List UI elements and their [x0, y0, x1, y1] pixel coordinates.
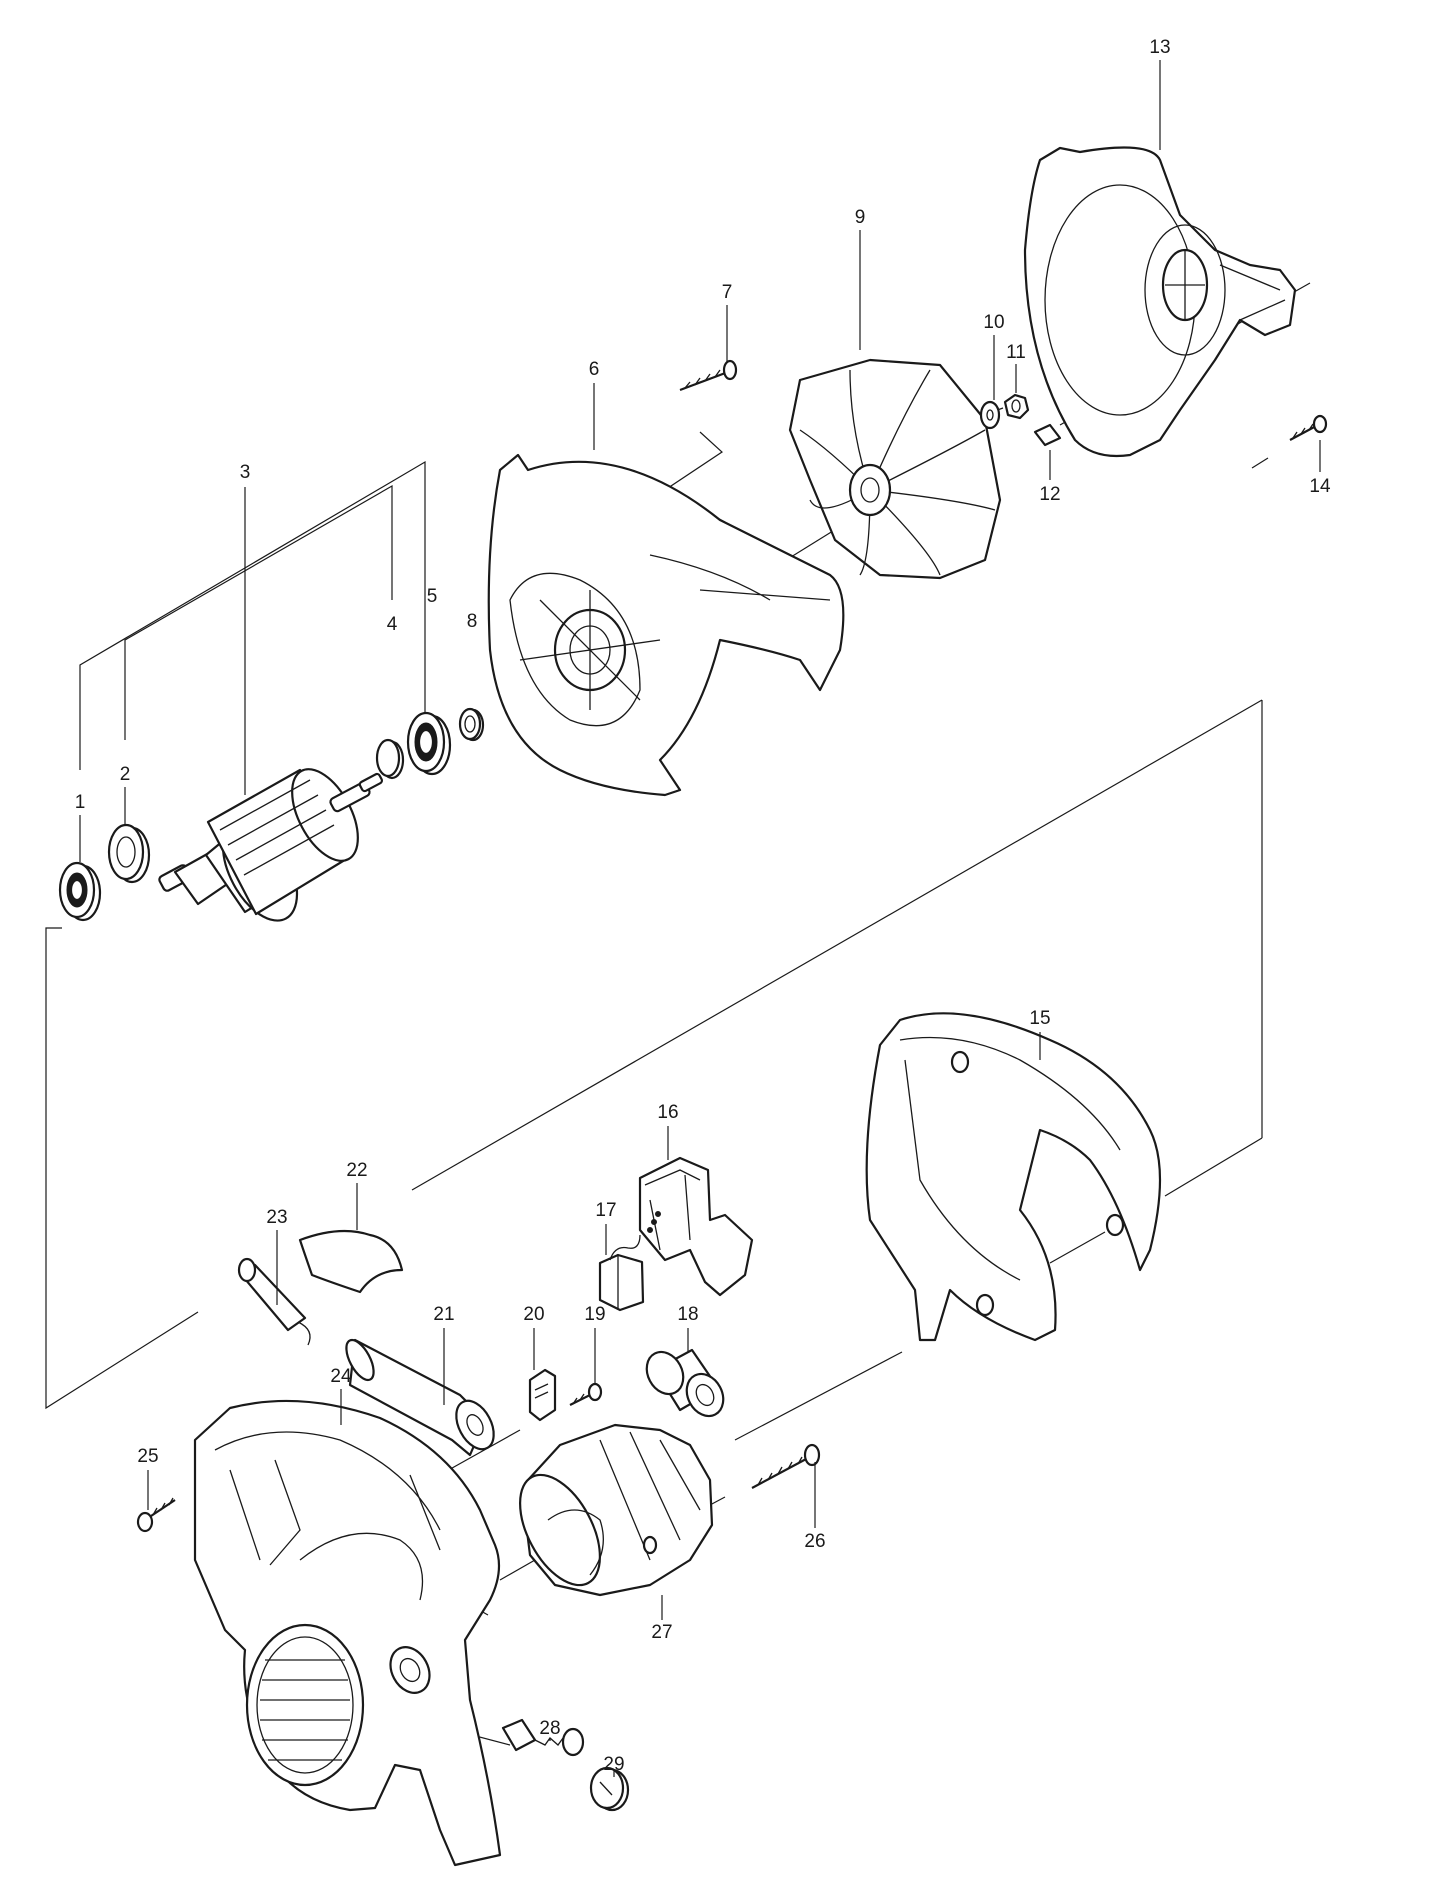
- callout-23: 23: [266, 1207, 287, 1228]
- callout-18: 18: [677, 1304, 698, 1325]
- callout-10: 10: [983, 312, 1004, 333]
- part-15-right-housing: [865, 1012, 1162, 1342]
- part-9-fan: [788, 358, 1002, 580]
- callout-labels: 1 2 3 4 5 6 7 8 9 10 11 12 13 14 15 16 1…: [75, 37, 1331, 1775]
- callout-24: 24: [330, 1366, 352, 1387]
- callout-9: 9: [855, 207, 866, 228]
- part-8-washer: [458, 707, 485, 742]
- part-7-screw: [679, 359, 738, 392]
- part-4-washer: [375, 738, 405, 780]
- part-20-clamp: [528, 1368, 557, 1422]
- callout-16: 16: [657, 1102, 678, 1123]
- callout-14: 14: [1309, 476, 1331, 497]
- callout-7: 7: [722, 282, 733, 303]
- part-16-switch: [638, 1156, 754, 1297]
- part-2-bearing-cup: [107, 823, 151, 884]
- part-14-screw: [1289, 414, 1328, 441]
- callout-26: 26: [804, 1531, 825, 1552]
- part-23-tube: [237, 1257, 311, 1346]
- part-25-screw: [136, 1497, 176, 1533]
- part-1-bearing: [58, 861, 102, 922]
- callout-13: 13: [1149, 37, 1170, 58]
- callout-27: 27: [651, 1622, 672, 1643]
- callout-28: 28: [539, 1718, 560, 1739]
- part-18-sleeve: [645, 1348, 725, 1418]
- callout-4: 4: [387, 614, 398, 635]
- part-24-left-housing: [193, 1399, 502, 1867]
- part-17-capacitor: [598, 1234, 645, 1312]
- callout-21: 21: [433, 1304, 454, 1325]
- callout-5: 5: [427, 586, 438, 607]
- callout-11: 11: [1006, 342, 1026, 363]
- callout-1: 1: [75, 792, 86, 813]
- callout-3: 3: [240, 462, 251, 483]
- callout-17: 17: [595, 1200, 616, 1221]
- part-11-nut: [1003, 393, 1030, 420]
- part-26-screw: [751, 1443, 821, 1489]
- part-22-label: [298, 1229, 404, 1294]
- part-12-plate: [1033, 423, 1062, 447]
- callout-15: 15: [1029, 1008, 1050, 1029]
- callout-19: 19: [584, 1304, 605, 1325]
- part-6-fan-housing: [487, 453, 845, 797]
- part-28-carbon-brush: [501, 1718, 585, 1757]
- callout-25: 25: [137, 1446, 158, 1467]
- part-29-brush-cap: [589, 1766, 630, 1812]
- part-13-fan-cover: [1023, 146, 1297, 458]
- callout-22: 22: [346, 1160, 367, 1181]
- part-19-screw: [569, 1382, 603, 1406]
- callout-12: 12: [1039, 484, 1060, 505]
- part-21-cord-guard: [345, 1338, 495, 1457]
- part-27-field: [519, 1423, 714, 1597]
- part-10-washer: [979, 400, 1001, 430]
- callout-20: 20: [523, 1304, 544, 1325]
- callout-2: 2: [120, 764, 131, 785]
- callout-ticks: [79, 60, 1321, 1777]
- callout-6: 6: [589, 359, 600, 380]
- callout-8: 8: [467, 611, 478, 632]
- callout-29: 29: [603, 1754, 624, 1775]
- part-5-bearing: [406, 711, 452, 776]
- part-3-armature: [158, 768, 383, 922]
